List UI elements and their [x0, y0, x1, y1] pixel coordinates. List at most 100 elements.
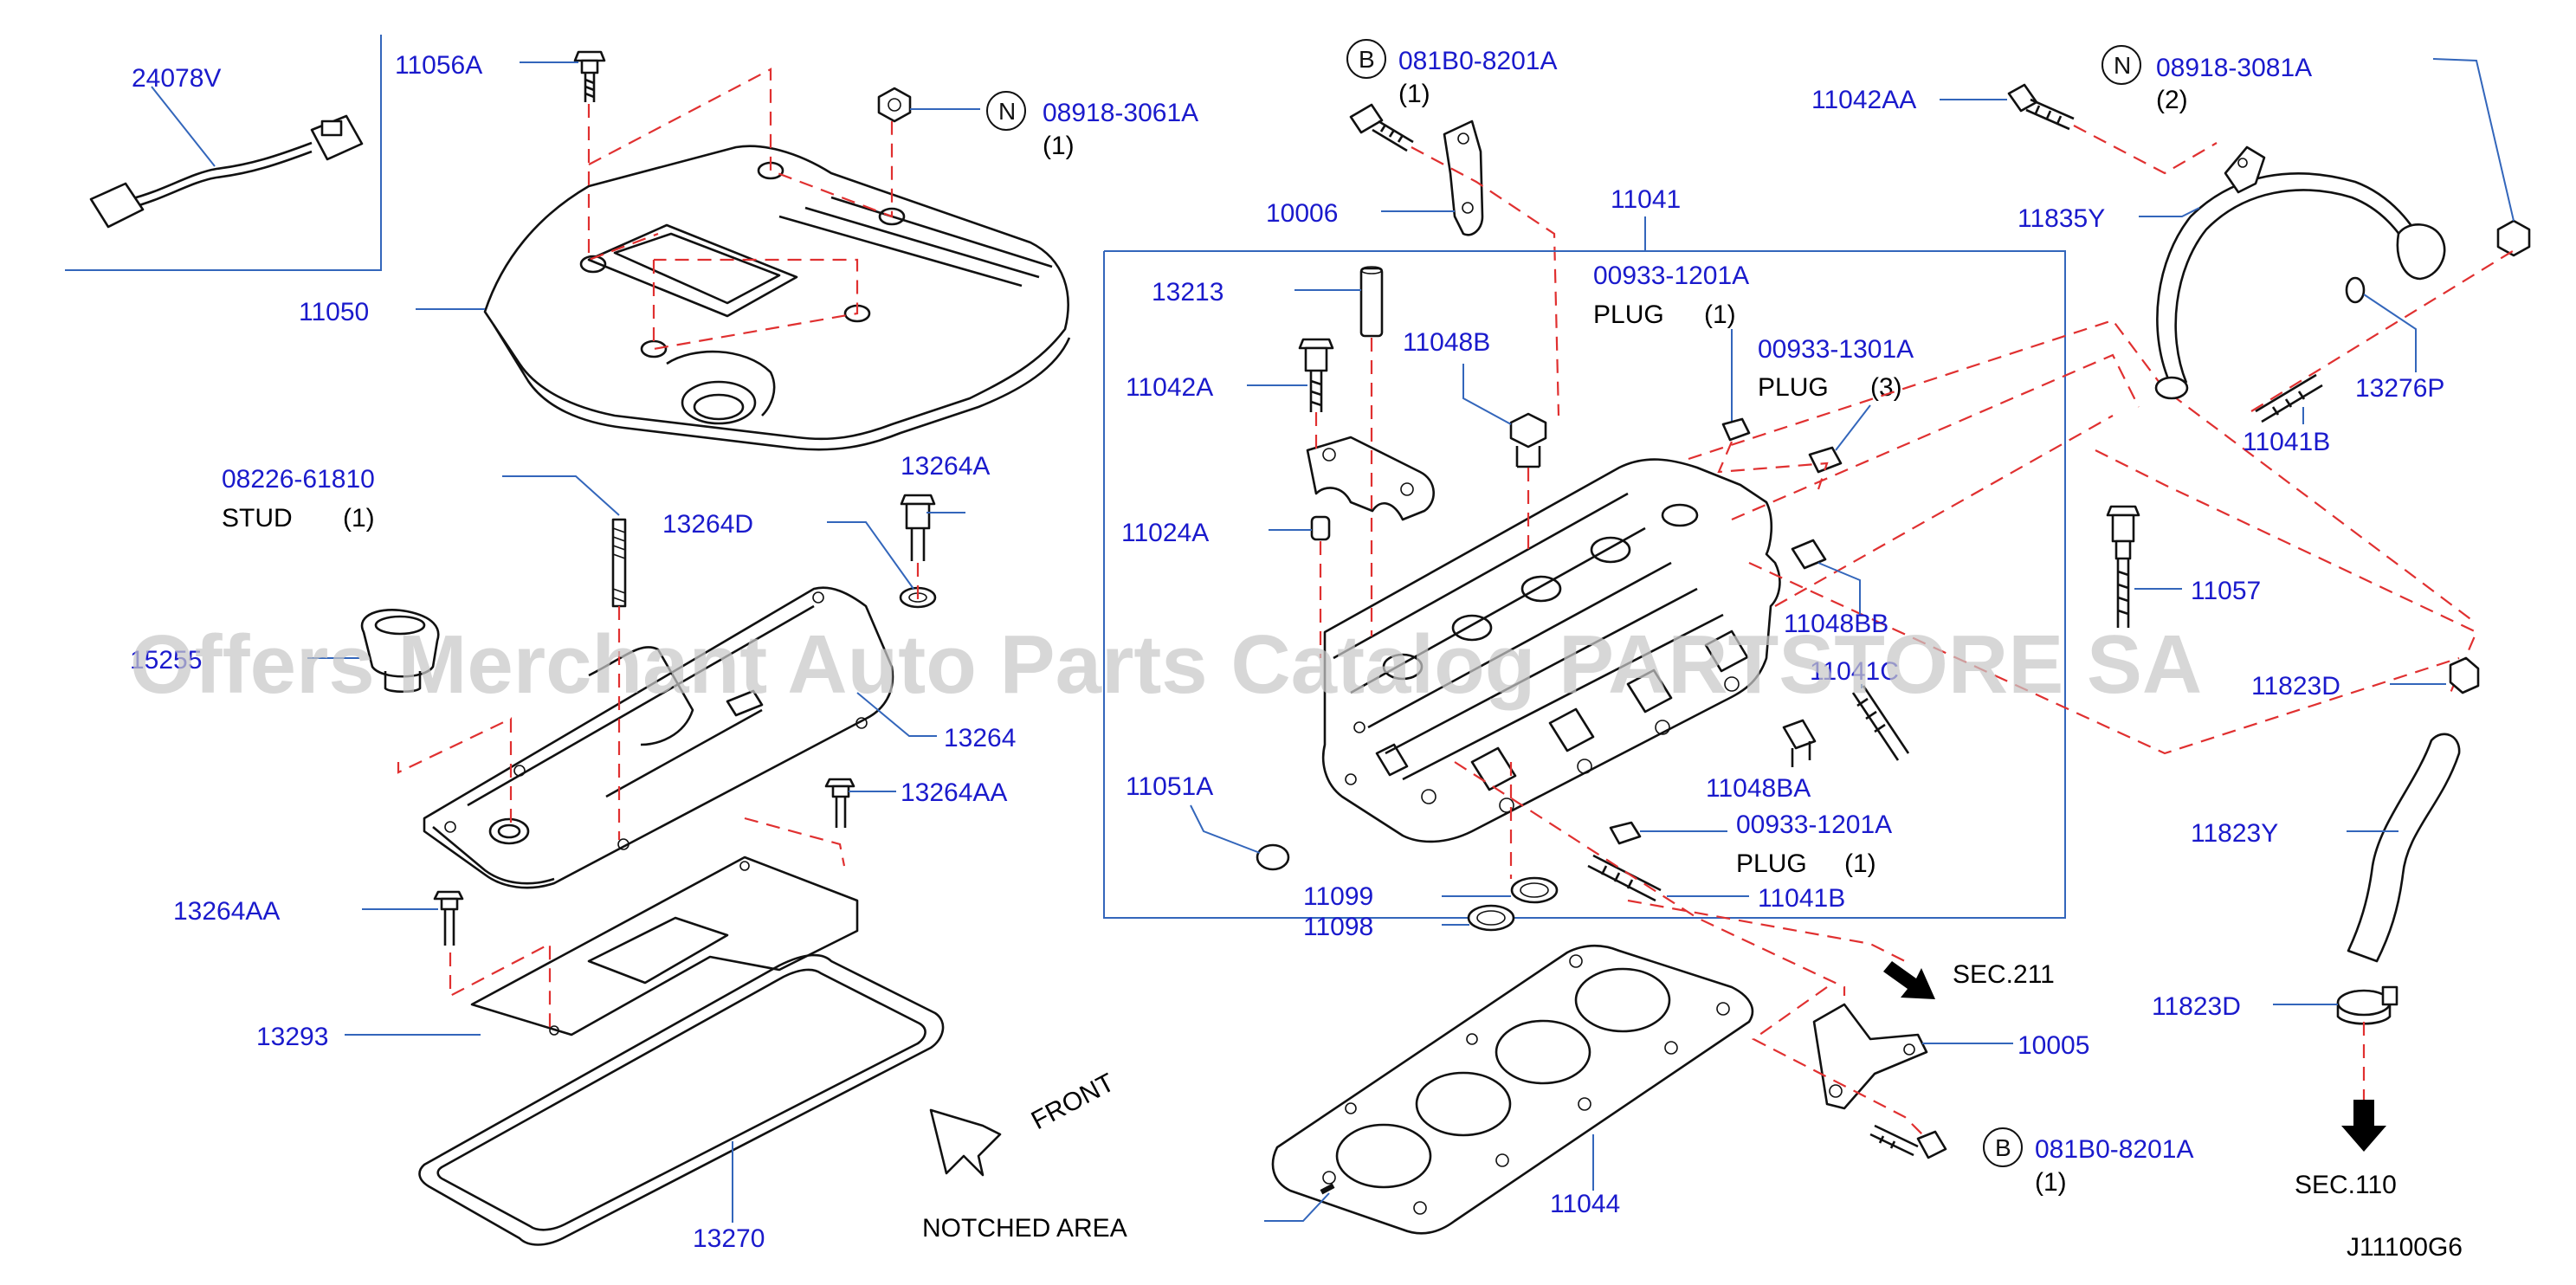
stud-11041B-bottom [1587, 854, 1662, 902]
label-08226-61810: 08226-61810 [222, 465, 375, 494]
bracket-10006 [1443, 119, 1484, 236]
plug-11048BA [1782, 719, 1817, 767]
bolt-081B0-8201A-bottom [1869, 1124, 1947, 1159]
label-081B0-8201A-bottom: 081B0-8201A [2035, 1135, 2194, 1164]
dashed-rail-top [1688, 319, 2477, 624]
cylinder-head-11041 [1321, 458, 1781, 843]
watermark-text: Offers Merchant Auto Parts Catalog PARTS… [130, 618, 2202, 711]
seal-11098 [1467, 904, 1515, 932]
dashed-10005 [1751, 986, 1923, 1135]
label-11024A: 11024A [1121, 519, 1209, 547]
label-11823D-top: 11823D [2251, 672, 2340, 701]
label-13276P: 13276P [2355, 374, 2444, 403]
label-081B0-8201A-top: 081B0-8201A [1398, 47, 1558, 75]
label-13264: 13264 [944, 724, 1016, 752]
qty-00933-1201A-bot: (1) [1844, 849, 1876, 878]
plug-11051A [1256, 843, 1290, 871]
gasket-13270 [418, 953, 945, 1246]
leader-08918-3081A [2432, 58, 2515, 222]
bolt-11056A [573, 50, 606, 102]
clamp-11823D-bottom [2336, 985, 2398, 1025]
callout-N-right [2101, 45, 2141, 85]
qty-00933-1301A: (3) [1870, 373, 1902, 402]
bolt-13264AA-left [433, 890, 464, 946]
leader-24078V [151, 86, 216, 167]
leader-11835Y [2139, 207, 2200, 217]
qty-08918-3061A: (1) [1043, 132, 1075, 160]
bolt-13264AA-right [824, 778, 855, 828]
label-11044: 11044 [1550, 1190, 1620, 1218]
label-11041C: 11041C [1810, 657, 1899, 686]
label-10005: 10005 [2018, 1031, 2089, 1060]
label-00933-1201A-top: 00933-1201A [1593, 262, 1749, 290]
plug-11048BB [1791, 539, 1827, 570]
label-11050: 11050 [299, 298, 369, 326]
leader-13264D [827, 521, 914, 590]
bolt-081B0-8201A-top [1349, 103, 1414, 152]
plug-00933-1201A-bot [1609, 821, 1642, 845]
callout-B-bottom [1983, 1127, 2023, 1167]
label-plug-top: PLUG [1593, 300, 1664, 329]
leader-11048B [1462, 364, 1512, 425]
label-11823D-bottom: 11823D [2152, 992, 2241, 1021]
gasket-13276P [2345, 276, 2366, 304]
harness-box-frame [65, 35, 382, 271]
baffle-plate-13293 [470, 856, 859, 1036]
label-11042A: 11042A [1126, 373, 1213, 402]
label-13213: 13213 [1152, 278, 1223, 307]
label-11051A: 11051A [1126, 772, 1213, 801]
head-gasket-11044 [1271, 944, 1754, 1235]
label-13293: 13293 [256, 1023, 328, 1051]
label-11057: 11057 [2191, 577, 2261, 605]
dashed-rail-bottom [1748, 562, 2460, 755]
bolt-13264A [900, 494, 936, 561]
dowel-11024A [1310, 515, 1331, 541]
label-11048BB: 11048BB [1784, 610, 1888, 638]
arrow-sec110-icon [2341, 1100, 2386, 1152]
label-front: FRONT [1027, 1069, 1120, 1136]
dashed-cover-box [588, 68, 894, 218]
dashed-rail-low [1774, 415, 2114, 607]
dashed-head-gasket [1454, 761, 1846, 996]
label-11823Y: 11823Y [2191, 819, 2278, 848]
dashed-11056A-to-cover [587, 104, 659, 262]
stud-08226-61810 [611, 518, 627, 608]
label-sec110: SEC.110 [2295, 1171, 2397, 1199]
dashed-11042AA [2073, 125, 2218, 175]
label-11048B: 11048B [1403, 328, 1490, 357]
arrow-sec211-icon [1883, 961, 1935, 999]
label-11048BA: 11048BA [1706, 774, 1811, 803]
sensor-harness-24078V [89, 114, 364, 229]
label-13264AA-left: 13264AA [173, 897, 280, 926]
callout-N-left-letter: N [998, 98, 1016, 125]
dashed-cap-to-cover [397, 717, 513, 831]
leader-13276P [2363, 294, 2417, 372]
bolt-11057 [2106, 505, 2140, 628]
label-13264AA-right: 13264AA [901, 778, 1007, 807]
leader-11048BB [1817, 562, 1861, 615]
sleeve-13213 [1359, 267, 1384, 338]
label-11041B-bottom: 11041B [1758, 884, 1845, 913]
plug-00933-1201A-top [1721, 417, 1751, 442]
label-11041B-right: 11041B [2243, 428, 2330, 456]
leader-11051A [1190, 804, 1261, 854]
label-11098: 11098 [1303, 913, 1373, 941]
clamp-11823D-top [2449, 656, 2480, 694]
leader-08226-61810 [502, 475, 620, 516]
bolt-11042AA [2007, 83, 2075, 131]
label-plug-bot: PLUG [1736, 849, 1807, 878]
label-08918-3081A: 08918-3081A [2156, 54, 2312, 82]
label-11042AA: 11042AA [1811, 86, 1916, 114]
engine-cover-11050 [483, 145, 1071, 451]
dashed-rail-mid [1731, 353, 2140, 521]
bolt-11042A [1298, 338, 1334, 412]
label-sec211: SEC.211 [1953, 960, 2055, 989]
label-00933-1201A-bot: 00933-1201A [1736, 810, 1892, 839]
leader-13264 [856, 692, 937, 737]
dashed-10006 [1411, 146, 1560, 416]
qty-00933-1201A-top: (1) [1704, 300, 1736, 329]
nut-08918-3081A [2496, 219, 2531, 257]
front-arrow-icon [929, 1108, 1002, 1177]
dashed-cover-mounts [652, 258, 859, 351]
